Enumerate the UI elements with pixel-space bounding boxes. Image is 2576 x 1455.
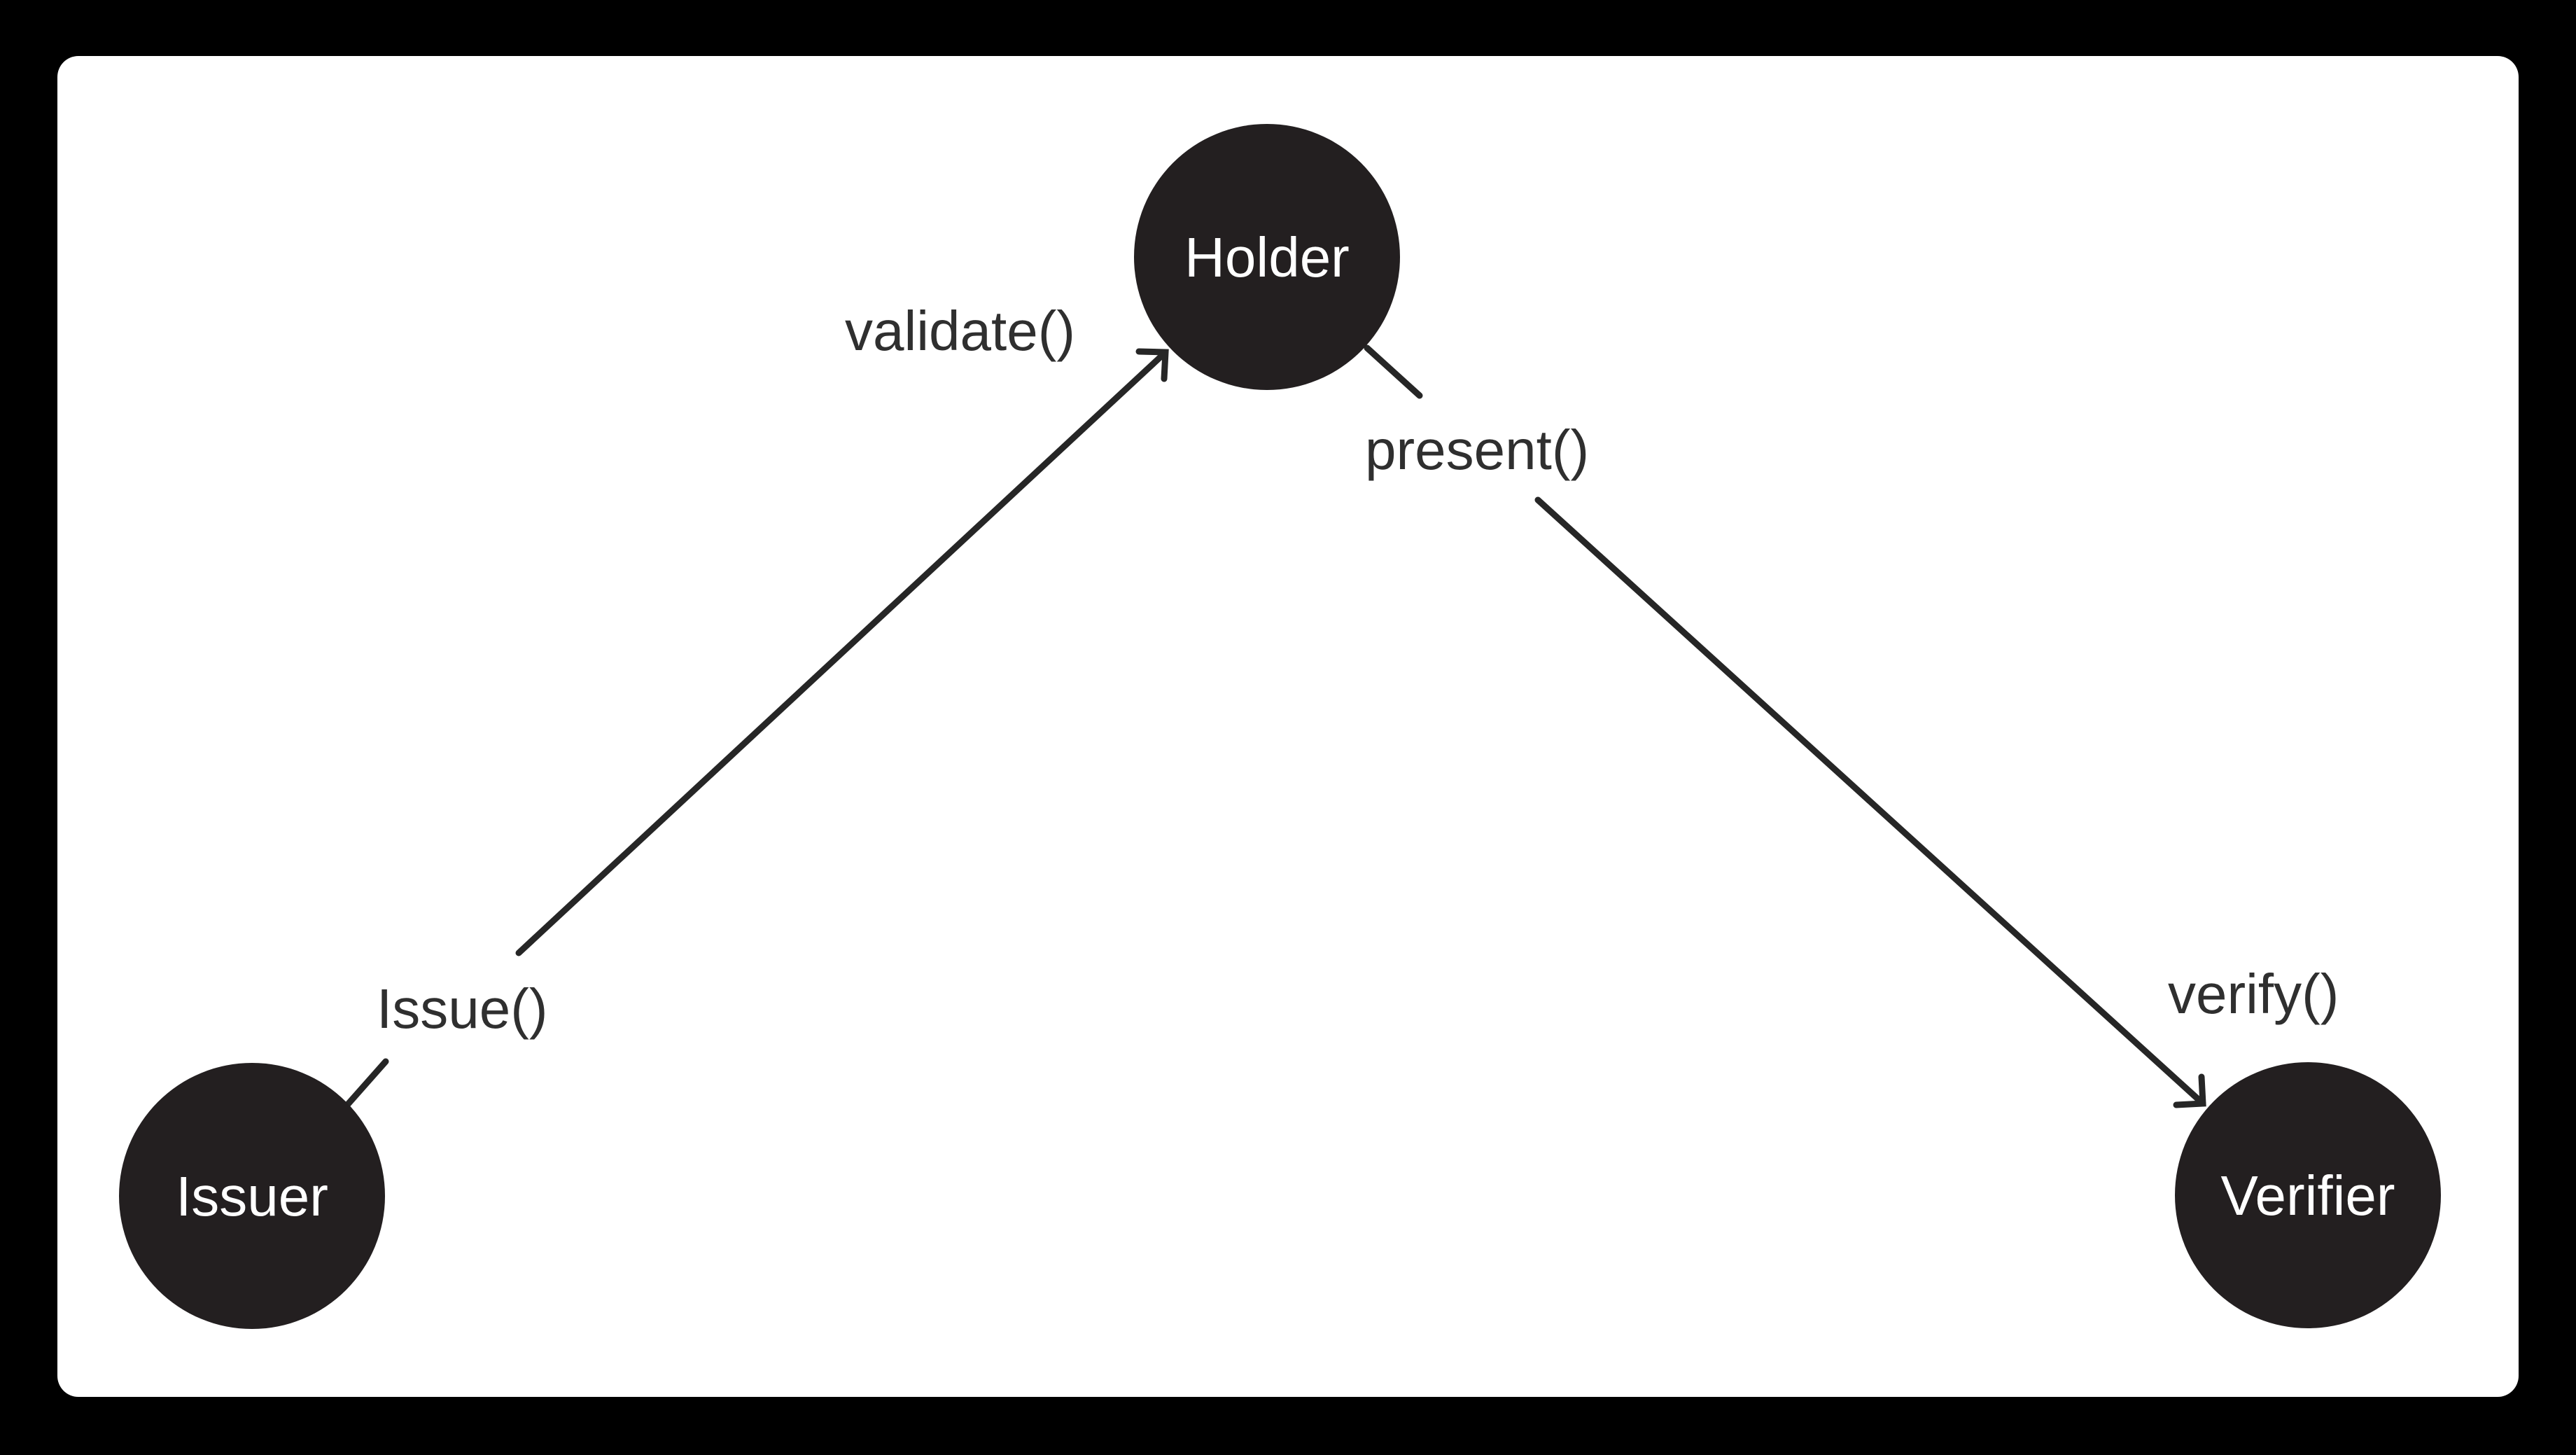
node-verifier-label: Verifier bbox=[2221, 1164, 2395, 1227]
edge-holder-to-verifier bbox=[1364, 344, 2206, 1108]
node-holder: Holder bbox=[1134, 124, 1400, 390]
edge-label-present: present() bbox=[1365, 419, 1589, 481]
node-issuer-label: Issuer bbox=[176, 1165, 328, 1227]
edge-issuer-to-holder bbox=[344, 348, 1169, 1108]
edge-label-verify: verify() bbox=[2168, 963, 2339, 1025]
edge-holder-to-verifier-main-segment bbox=[1534, 496, 2206, 1107]
arrowhead-icon bbox=[2173, 1073, 2206, 1108]
arrowhead-icon bbox=[1135, 348, 1169, 382]
edge-holder-to-verifier-tail-segment bbox=[1364, 344, 1423, 399]
diagram-sheet bbox=[57, 56, 2519, 1397]
edge-issuer-to-holder-tail-segment bbox=[344, 1058, 389, 1108]
edge-label-validate: validate() bbox=[845, 300, 1075, 362]
node-holder-label: Holder bbox=[1184, 226, 1350, 288]
node-holder-circle bbox=[1134, 124, 1400, 390]
node-verifier-circle bbox=[2175, 1062, 2441, 1328]
node-issuer: Issuer bbox=[119, 1063, 385, 1329]
node-verifier: Verifier bbox=[2175, 1062, 2441, 1328]
node-issuer-circle bbox=[119, 1063, 385, 1329]
edge-label-issue: Issue() bbox=[377, 977, 548, 1040]
edge-issuer-to-holder-main-segment bbox=[515, 350, 1168, 956]
